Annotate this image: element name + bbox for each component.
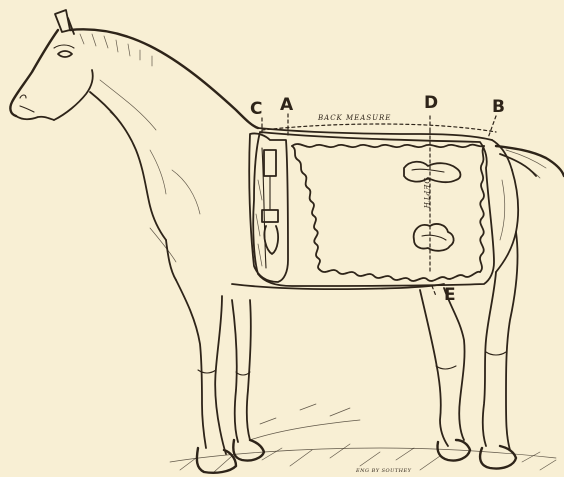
horse-rug [249, 132, 494, 286]
label-d: D [424, 93, 438, 113]
horse-legs [176, 232, 518, 473]
label-b: B [492, 97, 505, 117]
label-c: C [250, 99, 262, 119]
engraver-signature: ENG BY SOUTHEY [355, 468, 412, 474]
depth-label: DEPTH [422, 177, 430, 209]
ground-shading [170, 404, 556, 472]
labels: C A D B E BACK MEASURE DEPTH ENG BY SOUT… [250, 93, 505, 474]
back-measure-label: BACK MEASURE [317, 114, 391, 122]
label-a: A [280, 95, 294, 115]
label-e: E [444, 285, 456, 305]
